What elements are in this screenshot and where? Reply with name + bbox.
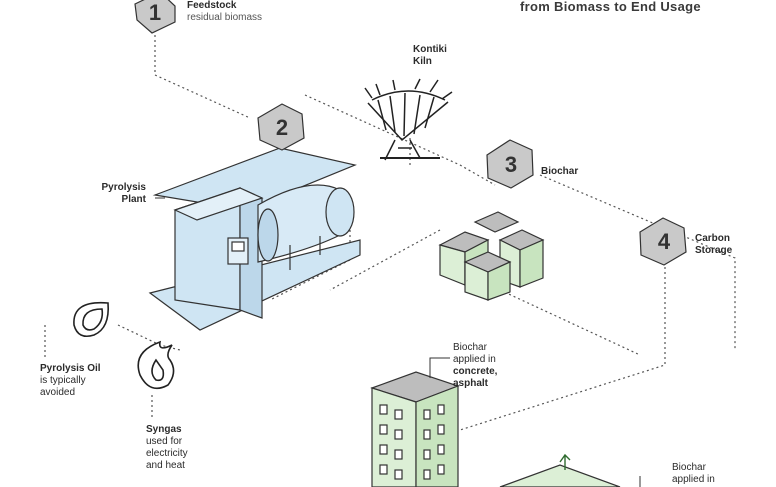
step-4-title: Carbon Storage	[695, 233, 733, 256]
soil-field-illustration	[499, 453, 621, 487]
syngas-flame-icon	[137, 340, 175, 390]
syngas-line3: and heat	[146, 460, 185, 471]
concrete-line1: Biochar	[453, 342, 487, 353]
step-2-number: 2	[276, 115, 288, 140]
soil-line2: applied in	[672, 474, 715, 485]
syngas-label: Syngas used for electricity and heat	[146, 424, 188, 472]
concrete-use-label: Biochar applied in concrete, asphalt	[453, 342, 497, 390]
step-1-subtitle: residual biomass	[187, 12, 263, 23]
diagram-title: from Biomass to End Usage	[520, 0, 701, 14]
pyrolysis-oil-icon	[73, 301, 110, 338]
step-1-number: 1	[149, 0, 161, 25]
step-3-title: Biochar	[541, 166, 579, 177]
pyrolysis-plant-illustration	[148, 147, 361, 331]
kontiki-kiln-illustration	[364, 78, 453, 161]
step-1-label: Feedstock residual biomass	[187, 0, 262, 24]
syngas-title: Syngas	[146, 424, 182, 435]
oil-line2: avoided	[40, 387, 76, 398]
step-3-number: 3	[505, 152, 517, 177]
step-3-badge	[486, 139, 534, 189]
step-2-badge	[257, 103, 305, 151]
soil-use-label: Biochar applied in	[672, 462, 715, 486]
step-4-label: Carbon Storage	[695, 233, 747, 257]
step-4-number: 4	[658, 229, 671, 254]
oil-title: Pyrolysis Oil	[40, 363, 101, 374]
step-2-title: Pyrolysis Plant	[101, 182, 146, 205]
syngas-line2: electricity	[146, 448, 188, 459]
kiln-label: Kontiki Kiln	[413, 44, 459, 68]
step-3-label: Biochar	[541, 166, 578, 178]
pyrolysis-oil-label: Pyrolysis Oil is typically avoided	[40, 363, 101, 399]
concrete-line4: asphalt	[453, 378, 489, 389]
soil-line1: Biochar	[672, 462, 706, 473]
kiln-title: Kontiki Kiln	[413, 44, 447, 67]
concrete-line2: applied in	[453, 354, 496, 365]
concrete-line3: concrete,	[453, 366, 498, 377]
step-2-label: Pyrolysis Plant	[76, 182, 146, 206]
syngas-line1: used for	[146, 436, 183, 447]
oil-line1: is typically	[40, 375, 86, 386]
leader-lines	[155, 197, 641, 487]
step-4-badge	[639, 217, 687, 266]
building-illustration	[370, 371, 460, 487]
step-1-title: Feedstock	[187, 0, 237, 11]
biochar-cubes-illustration	[438, 211, 545, 301]
step-1-badge	[134, 0, 176, 34]
